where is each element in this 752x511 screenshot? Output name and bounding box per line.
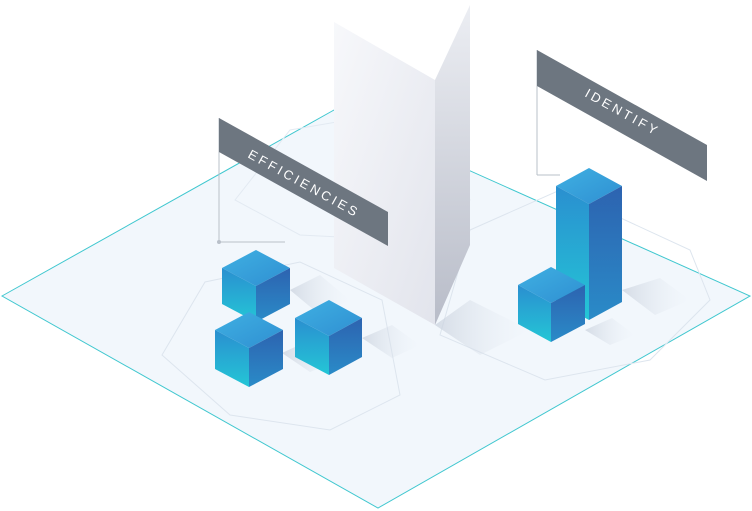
identify-flag: IDENTIFY	[536, 50, 707, 181]
banner-flag-icon	[537, 50, 707, 181]
small-cube	[518, 267, 585, 342]
divider-wall-front	[334, 22, 435, 325]
banner-flag-icon	[219, 118, 388, 246]
cube-shadow	[622, 278, 690, 315]
divider-wall-side	[435, 5, 470, 325]
cube-shadow	[362, 325, 420, 358]
cube-shadow	[585, 318, 635, 345]
cube-back	[222, 250, 290, 322]
wall-shadow	[435, 300, 530, 355]
floor-plane	[0, 109, 752, 509]
cube-front-left	[215, 312, 283, 387]
cube-front-right	[295, 300, 362, 375]
